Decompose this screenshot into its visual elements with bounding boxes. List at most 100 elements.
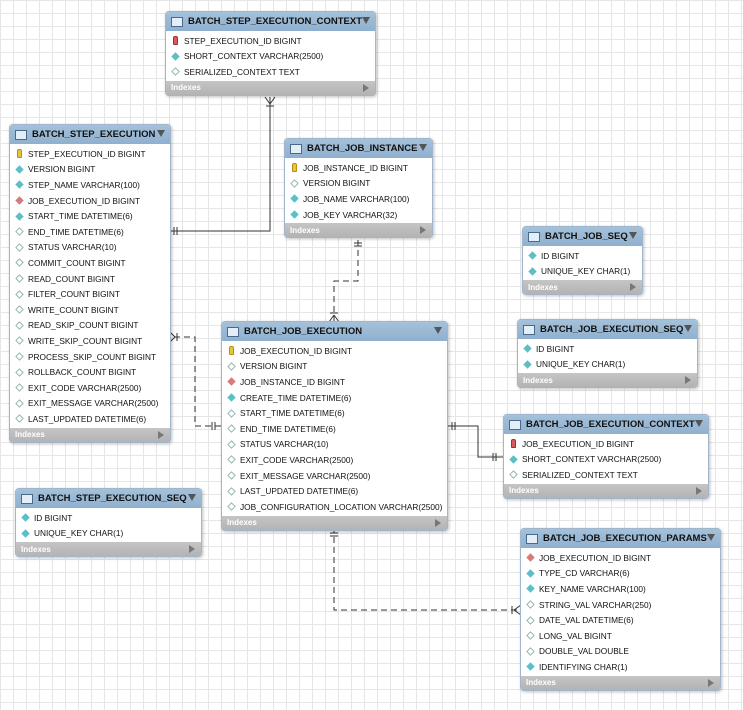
column-row[interactable]: STEP_EXECUTION_ID BIGINT	[10, 146, 170, 162]
column-row[interactable]: VERSION BIGINT	[285, 176, 432, 192]
table-header[interactable]: BATCH_STEP_EXECUTION_SEQ	[16, 489, 201, 508]
collapse-arrow-icon[interactable]	[684, 325, 692, 332]
table-title: BATCH_JOB_EXECUTION_SEQ	[540, 324, 684, 335]
column-row[interactable]: START_TIME DATETIME(6)	[10, 208, 170, 224]
expand-arrow-icon[interactable]	[685, 376, 691, 385]
indexes-section[interactable]: Indexes	[16, 542, 201, 557]
column-row[interactable]: WRITE_SKIP_COUNT BIGINT	[10, 333, 170, 349]
expand-arrow-icon[interactable]	[708, 678, 714, 687]
table-header[interactable]: BATCH_JOB_EXECUTION_SEQ	[518, 320, 697, 339]
expand-arrow-icon[interactable]	[420, 226, 426, 235]
column-row[interactable]: JOB_EXECUTION_ID BIGINT	[10, 193, 170, 209]
expand-arrow-icon[interactable]	[696, 486, 702, 495]
column-row[interactable]: STEP_EXECUTION_ID BIGINT	[166, 33, 375, 49]
column-row[interactable]: LONG_VAL BIGINT	[521, 628, 720, 644]
column-row[interactable]: ID BIGINT	[518, 341, 697, 357]
table-batch-job-instance[interactable]: BATCH_JOB_INSTANCE JOB_INSTANCE_ID BIGINT…	[284, 138, 433, 239]
collapse-arrow-icon[interactable]	[695, 420, 703, 427]
column-row[interactable]: DATE_VAL DATETIME(6)	[521, 612, 720, 628]
collapse-arrow-icon[interactable]	[629, 232, 637, 239]
column-row[interactable]: JOB_INSTANCE_ID BIGINT	[222, 374, 447, 390]
column-row[interactable]: READ_COUNT BIGINT	[10, 271, 170, 287]
column-row[interactable]: END_TIME DATETIME(6)	[222, 421, 447, 437]
column-row[interactable]: READ_SKIP_COUNT BIGINT	[10, 318, 170, 334]
column-row[interactable]: UNIQUE_KEY CHAR(1)	[523, 264, 642, 280]
indexes-section[interactable]: Indexes	[523, 280, 642, 295]
column-row[interactable]: EXIT_CODE VARCHAR(2500)	[222, 452, 447, 468]
column-row[interactable]: STRING_VAL VARCHAR(250)	[521, 597, 720, 613]
collapse-arrow-icon[interactable]	[434, 327, 442, 334]
column-row[interactable]: PROCESS_SKIP_COUNT BIGINT	[10, 349, 170, 365]
column-row[interactable]: JOB_EXECUTION_ID BIGINT	[521, 550, 720, 566]
column-row[interactable]: VERSION BIGINT	[222, 359, 447, 375]
column-row[interactable]: STATUS VARCHAR(10)	[10, 240, 170, 256]
column-row[interactable]: EXIT_MESSAGE VARCHAR(2500)	[10, 396, 170, 412]
column-row[interactable]: COMMIT_COUNT BIGINT	[10, 255, 170, 271]
column-row[interactable]: EXIT_CODE VARCHAR(2500)	[10, 380, 170, 396]
collapse-arrow-icon[interactable]	[707, 534, 715, 541]
column-row[interactable]: STEP_NAME VARCHAR(100)	[10, 177, 170, 193]
collapse-arrow-icon[interactable]	[157, 130, 165, 137]
column-row[interactable]: JOB_INSTANCE_ID BIGINT	[285, 160, 432, 176]
table-header[interactable]: BATCH_JOB_EXECUTION_PARAMS	[521, 529, 720, 548]
table-batch-step-execution[interactable]: BATCH_STEP_EXECUTION STEP_EXECUTION_ID BI…	[9, 124, 171, 443]
column-row[interactable]: TYPE_CD VARCHAR(6)	[521, 566, 720, 582]
expand-arrow-icon[interactable]	[158, 430, 164, 439]
indexes-section[interactable]: Indexes	[166, 80, 375, 95]
column-row[interactable]: JOB_NAME VARCHAR(100)	[285, 191, 432, 207]
indexes-section[interactable]: Indexes	[285, 223, 432, 238]
indexes-section[interactable]: Indexes	[521, 675, 720, 690]
indexes-section[interactable]: Indexes	[222, 515, 447, 530]
expand-arrow-icon[interactable]	[630, 283, 636, 292]
column-row[interactable]: DOUBLE_VAL DOUBLE	[521, 644, 720, 660]
table-header[interactable]: BATCH_STEP_EXECUTION_CONTEXT	[166, 12, 375, 31]
column-row[interactable]: ROLLBACK_COUNT BIGINT	[10, 364, 170, 380]
table-batch-step-execution-context[interactable]: BATCH_STEP_EXECUTION_CONTEXT STEP_EXECUTI…	[165, 11, 376, 96]
column-row[interactable]: JOB_EXECUTION_ID BIGINT	[222, 343, 447, 359]
expand-arrow-icon[interactable]	[435, 518, 441, 527]
column-row[interactable]: JOB_EXECUTION_ID BIGINT	[504, 436, 708, 452]
table-header[interactable]: BATCH_STEP_EXECUTION	[10, 125, 170, 144]
column-row[interactable]: SHORT_CONTEXT VARCHAR(2500)	[504, 452, 708, 468]
column-row[interactable]: FILTER_COUNT BIGINT	[10, 286, 170, 302]
column-row[interactable]: IDENTIFYING CHAR(1)	[521, 659, 720, 675]
table-batch-job-execution-context[interactable]: BATCH_JOB_EXECUTION_CONTEXT JOB_EXECUTION…	[503, 414, 709, 499]
column-row[interactable]: WRITE_COUNT BIGINT	[10, 302, 170, 318]
column-row[interactable]: ID BIGINT	[16, 510, 201, 526]
column-row[interactable]: END_TIME DATETIME(6)	[10, 224, 170, 240]
table-batch-job-execution-params[interactable]: BATCH_JOB_EXECUTION_PARAMS JOB_EXECUTION_…	[520, 528, 721, 691]
table-batch-job-execution[interactable]: BATCH_JOB_EXECUTION JOB_EXECUTION_ID BIGI…	[221, 321, 448, 531]
indexes-section[interactable]: Indexes	[518, 373, 697, 388]
column-row[interactable]: LAST_UPDATED DATETIME(6)	[10, 411, 170, 427]
column-row[interactable]: ID BIGINT	[523, 248, 642, 264]
expand-arrow-icon[interactable]	[363, 83, 369, 92]
column-row[interactable]: CREATE_TIME DATETIME(6)	[222, 390, 447, 406]
column-row[interactable]: STATUS VARCHAR(10)	[222, 437, 447, 453]
expand-arrow-icon[interactable]	[189, 545, 195, 554]
indexes-section[interactable]: Indexes	[504, 483, 708, 498]
column-row[interactable]: START_TIME DATETIME(6)	[222, 405, 447, 421]
collapse-arrow-icon[interactable]	[419, 144, 427, 151]
table-header[interactable]: BATCH_JOB_INSTANCE	[285, 139, 432, 158]
column-label: KEY_NAME VARCHAR(100)	[539, 583, 646, 594]
column-row[interactable]: SERIALIZED_CONTEXT TEXT	[504, 467, 708, 483]
table-header[interactable]: BATCH_JOB_EXECUTION	[222, 322, 447, 341]
column-row[interactable]: SHORT_CONTEXT VARCHAR(2500)	[166, 49, 375, 65]
column-row[interactable]: LAST_UPDATED DATETIME(6)	[222, 483, 447, 499]
column-row[interactable]: SERIALIZED_CONTEXT TEXT	[166, 64, 375, 80]
column-row[interactable]: VERSION BIGINT	[10, 162, 170, 178]
column-row[interactable]: JOB_KEY VARCHAR(32)	[285, 207, 432, 223]
column-row[interactable]: UNIQUE_KEY CHAR(1)	[518, 357, 697, 373]
column-row[interactable]: KEY_NAME VARCHAR(100)	[521, 581, 720, 597]
table-header[interactable]: BATCH_JOB_EXECUTION_CONTEXT	[504, 415, 708, 434]
indexes-section[interactable]: Indexes	[10, 427, 170, 442]
table-header[interactable]: BATCH_JOB_SEQ	[523, 227, 642, 246]
column-row[interactable]: JOB_CONFIGURATION_LOCATION VARCHAR(2500)	[222, 499, 447, 515]
collapse-arrow-icon[interactable]	[188, 494, 196, 501]
collapse-arrow-icon[interactable]	[362, 17, 370, 24]
column-row[interactable]: EXIT_MESSAGE VARCHAR(2500)	[222, 468, 447, 484]
column-row[interactable]: UNIQUE_KEY CHAR(1)	[16, 526, 201, 542]
